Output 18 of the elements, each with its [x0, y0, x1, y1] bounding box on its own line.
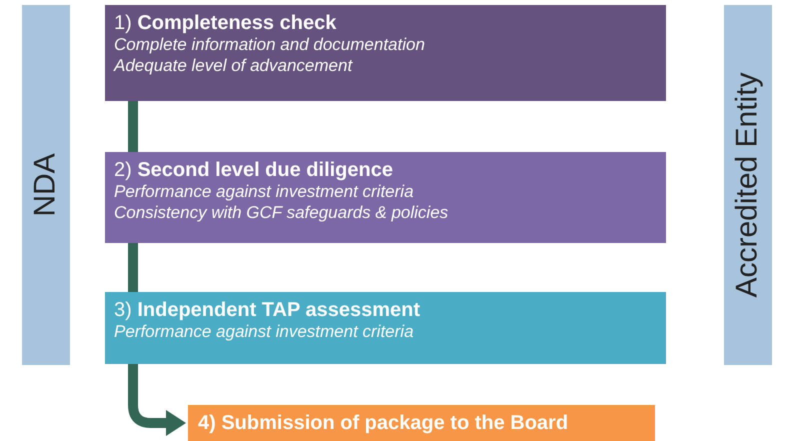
band-label: NDA: [29, 153, 63, 217]
step-box: [105, 152, 666, 243]
step-box: [105, 292, 666, 364]
step-box: [188, 405, 655, 441]
step-box: [105, 5, 666, 101]
step-description: Consistency with GCF safeguards & policies: [114, 203, 450, 224]
step-title: 3) Independent TAP assessment: [114, 298, 422, 322]
step-title: 2) Second level due diligence: [114, 158, 394, 182]
step-description: Adequate level of advancement: [114, 56, 354, 77]
step-title: 4) Submission of package to the Board: [198, 411, 570, 436]
step-description: Complete information and documentation: [114, 35, 426, 56]
side-band: [724, 5, 772, 365]
connector-arrow: [128, 364, 186, 436]
side-band: [22, 5, 70, 365]
band-label: Accredited Entity: [731, 72, 765, 298]
step-title: 1) Completeness check: [114, 11, 338, 36]
step-description: Performance against investment criteria: [114, 182, 415, 204]
step-description: Performance against investment criteria: [114, 322, 415, 344]
